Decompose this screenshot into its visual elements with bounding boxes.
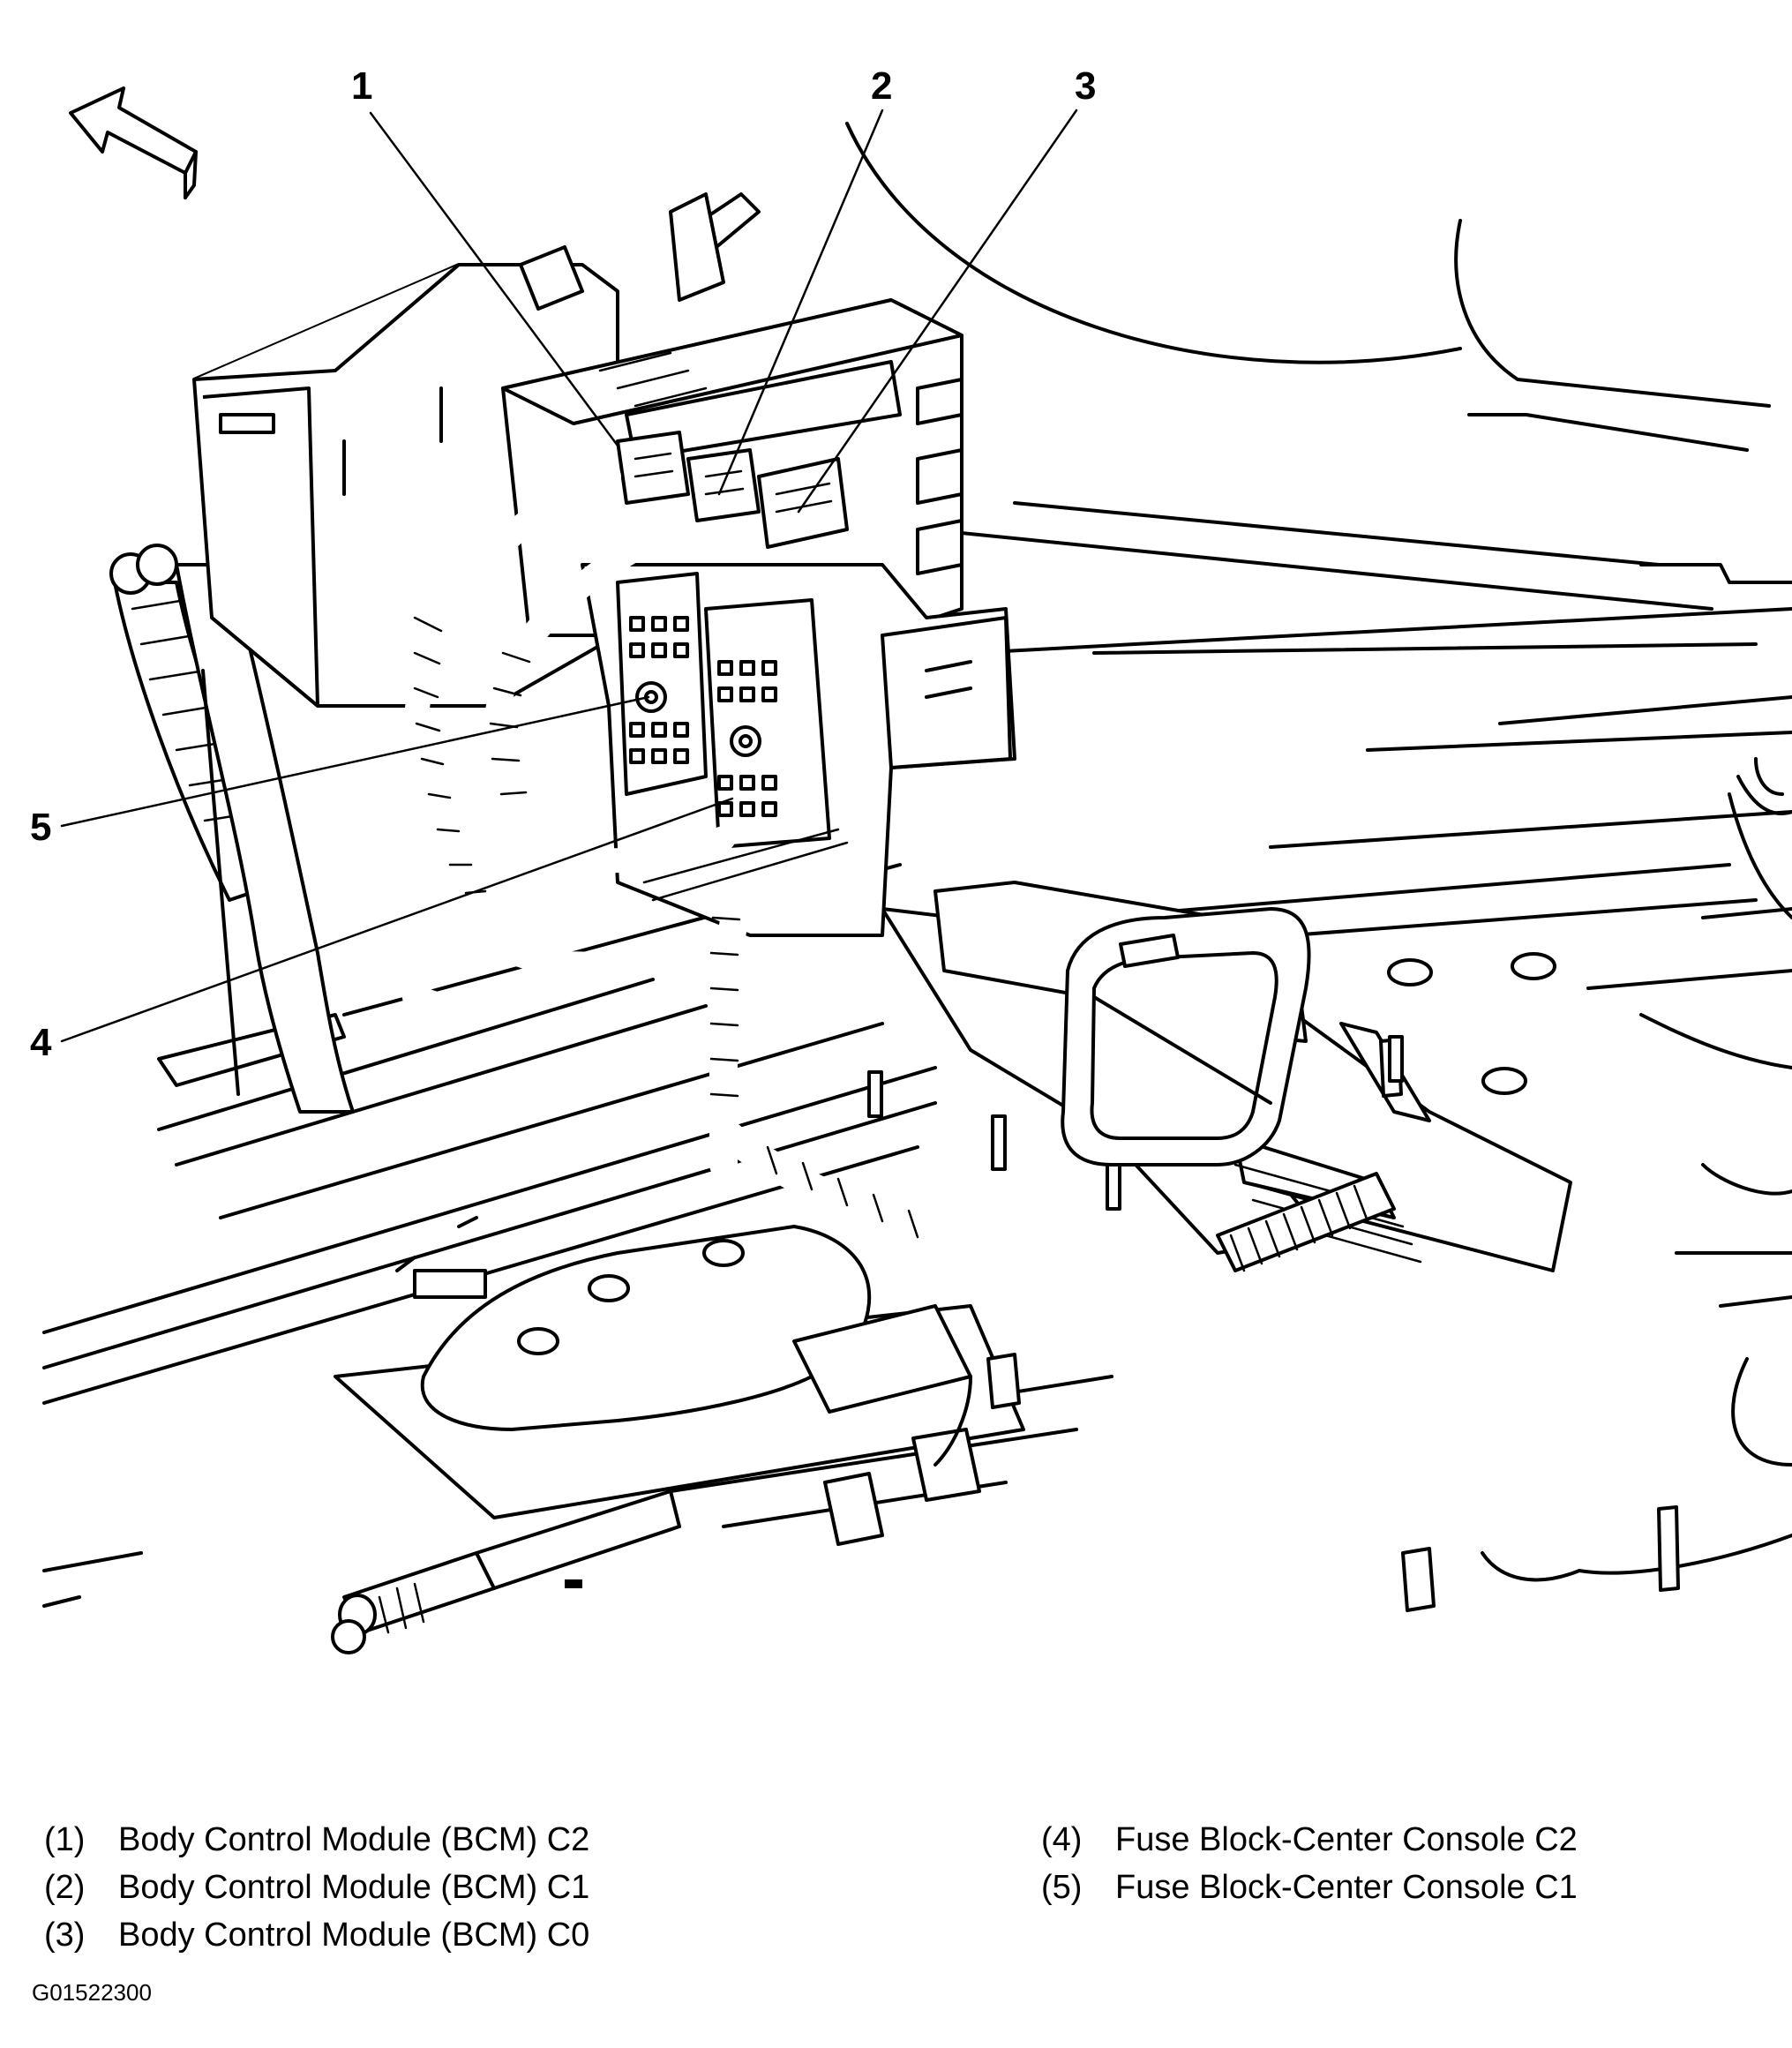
bcm-connector-c2 (616, 431, 690, 505)
console-duct-outlet (933, 881, 1311, 1167)
figure-code: G01522300 (32, 1979, 152, 2006)
legend-item-3: (3) Body Control Module (BCM) C0 (44, 1918, 589, 1952)
callout-5: 5 (30, 806, 52, 849)
legend-item-number: (3) (44, 1917, 86, 1954)
floor-pan (845, 122, 1792, 1582)
legend-item-label: Body Control Module (BCM) C0 (118, 1917, 590, 1954)
legend-item-1: (1) Body Control Module (BCM) C2 (44, 1823, 589, 1857)
legend-item-number: (2) (44, 1869, 86, 1906)
legend-item-4: (4) Fuse Block-Center Console C2 (1041, 1823, 1578, 1857)
left-harness (109, 544, 355, 1114)
legend-item-label: Body Control Module (BCM) C2 (118, 1821, 590, 1858)
lower-harness (331, 1489, 681, 1654)
callout-2: 2 (871, 64, 893, 108)
legend-item-number: (1) (44, 1821, 86, 1858)
callout-3: 3 (1075, 64, 1097, 108)
legend-item-number: (4) (1041, 1821, 1083, 1858)
floor-rails (42, 863, 1758, 1608)
wiring-harness (323, 464, 1002, 1311)
floor-duct (334, 1225, 1025, 1546)
legend-item-label: Fuse Block-Center Console C1 (1115, 1869, 1578, 1906)
studs (867, 1035, 1404, 1211)
bcm-connector-c0 (757, 457, 849, 549)
fuse-block-connector-c2 (704, 598, 831, 849)
connector-pin-grid (629, 616, 777, 817)
callout-1: 1 (351, 64, 373, 108)
legend-item-2: (2) Body Control Module (BCM) C1 (44, 1871, 589, 1904)
corrugated-tube (1216, 1172, 1396, 1272)
legend-item-5: (5) Fuse Block-Center Console C1 (1041, 1871, 1578, 1904)
leader-lines (60, 109, 1078, 1043)
callout-4: 4 (30, 1021, 52, 1064)
bcm-location-illustration (42, 86, 1792, 1654)
forward-arrow-icon (69, 86, 198, 199)
legend-item-label: Body Control Module (BCM) C1 (118, 1869, 590, 1906)
legend-item-label: Fuse Block-Center Console C2 (1115, 1821, 1578, 1858)
legend-item-number: (5) (1041, 1869, 1083, 1906)
